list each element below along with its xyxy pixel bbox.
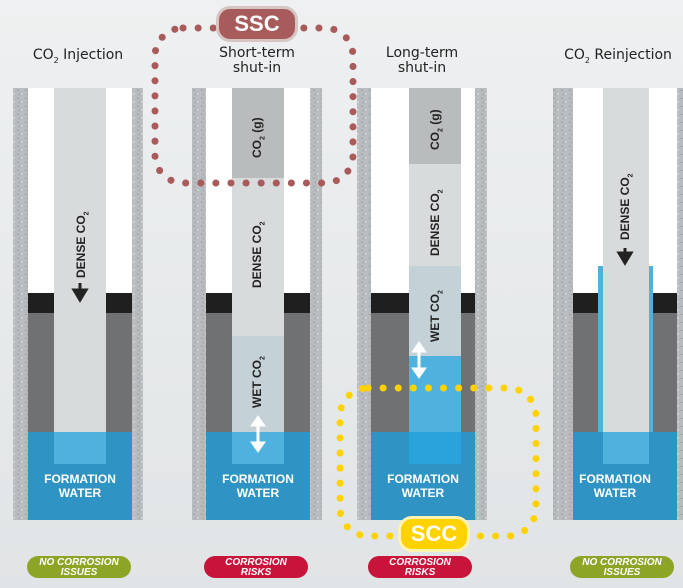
- tubing-gas-co2: [232, 88, 284, 178]
- label-dense-co2: DENSE CO2: [428, 189, 445, 256]
- label-gas-co2: CO2 (g): [428, 109, 445, 150]
- updown-arrow-icon: [250, 415, 266, 453]
- tubing-dense-co2: [232, 178, 284, 336]
- label-dense-co2: DENSE CO2: [618, 173, 635, 240]
- label-wet-co2: WET CO2: [428, 290, 445, 342]
- label-dense-co2: DENSE CO2: [74, 211, 91, 278]
- well-long-term: [357, 88, 487, 520]
- label-dense-co2: DENSE CO2: [250, 221, 267, 288]
- well-reinjection: [553, 88, 683, 520]
- well-injection: [13, 88, 143, 520]
- column-title-reinjection: CO2 Reinjection: [564, 47, 672, 65]
- updown-arrow-icon: [411, 341, 427, 379]
- tubing-dense-co2: [54, 88, 106, 432]
- label-gas-co2: CO2 (g): [250, 117, 267, 158]
- ssc-badge: SSC: [216, 6, 298, 42]
- down-arrow-icon: [71, 283, 89, 303]
- well-short-term: [192, 88, 322, 520]
- scc-badge: SCC: [398, 516, 470, 552]
- down-arrow-icon: [616, 248, 634, 266]
- column-title-injection: CO2 Injection: [32, 47, 124, 65]
- label-wet-co2: WET CO2: [250, 356, 267, 408]
